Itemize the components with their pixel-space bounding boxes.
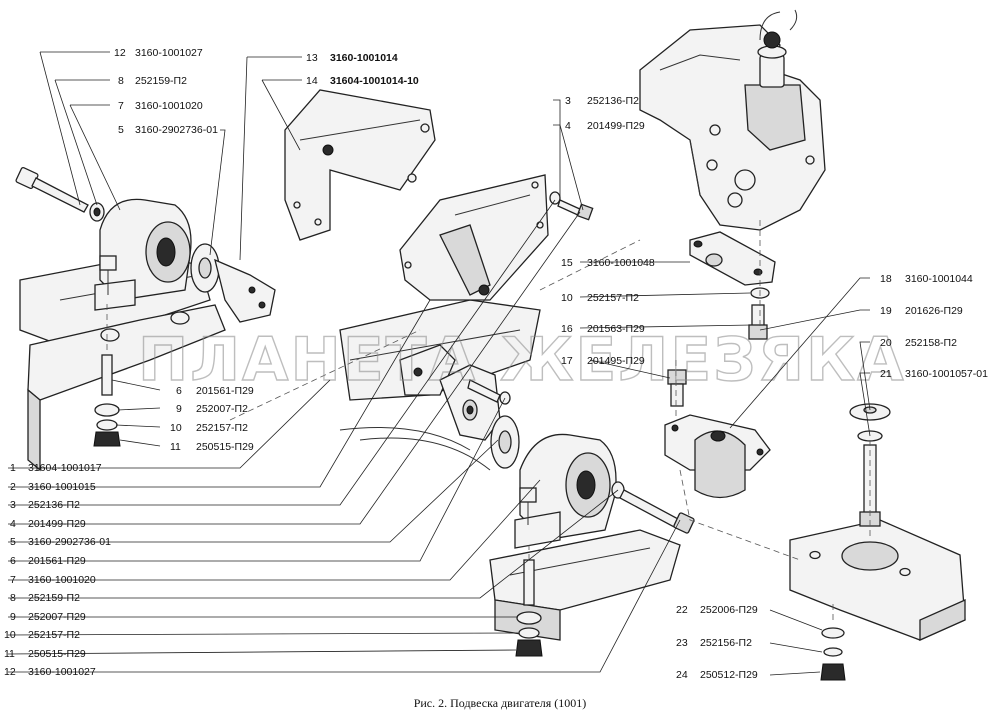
callout-num: 22	[676, 604, 688, 616]
callout-labels: 12 3160-1001027 8 252159-П2 7 3160-10010…	[4, 47, 988, 681]
right-lower-fasteners	[820, 627, 846, 681]
callout-code: 3160-1001048	[587, 257, 655, 269]
left-rubber-cushion	[94, 198, 192, 311]
callout-num: 14	[306, 75, 318, 87]
center-mount-bracket	[399, 344, 511, 441]
callout-code: 252007-П29	[28, 611, 86, 623]
callout-code: 252136-П2	[28, 499, 80, 511]
callout-num: 2	[10, 481, 16, 493]
assembly-guide-lines	[106, 220, 871, 620]
left-lower-fasteners	[93, 354, 121, 447]
callout-num: 12	[4, 666, 16, 678]
rear-mount-stud-19-20	[849, 403, 891, 527]
callout-num: 8	[10, 592, 16, 604]
callout-code: 252007-П2	[196, 403, 248, 415]
callout-num: 6	[10, 555, 16, 567]
callout-code: 252136-П2	[587, 95, 639, 107]
callout-code: 252159-П2	[135, 75, 187, 87]
callout-code: 201626-П29	[905, 305, 963, 317]
gearbox-housing	[639, 9, 826, 231]
callout-code: 252157-П2	[28, 629, 80, 641]
center-heat-shield	[490, 415, 520, 469]
callout-code: 201499-П29	[28, 518, 86, 530]
right-rubber-cushion	[514, 433, 617, 549]
leader-lines	[7, 51, 871, 676]
callout-num: 5	[118, 124, 124, 136]
callout-num: 10	[4, 629, 16, 641]
callout-code: 201563-П29	[587, 323, 645, 335]
callout-num: 10	[170, 422, 182, 434]
callout-code: 252159-П2	[28, 592, 80, 604]
callout-num: 11	[4, 648, 15, 660]
callout-num: 13	[306, 52, 318, 64]
callout-num: 11	[170, 441, 181, 453]
callout-num: 7	[10, 574, 16, 586]
frame-bracket-right	[789, 519, 966, 642]
callout-code: 3160-1001015	[28, 481, 96, 493]
watermark: ПЛАНЕТА ЖЕЛЕЗЯКА	[138, 325, 906, 395]
callout-code: 252156-П2	[700, 637, 752, 649]
callout-code: 252158-П2	[905, 337, 957, 349]
callout-code: 3160-2902736-01	[28, 536, 111, 548]
callout-code: 3160-1001027	[135, 47, 203, 59]
callout-num: 15	[561, 257, 573, 269]
callout-code: 3160-1001020	[28, 574, 96, 586]
callout-code: 252006-П29	[700, 604, 758, 616]
callout-num: 17	[561, 355, 573, 367]
callout-num: 3	[10, 499, 16, 511]
bracket-13-14	[284, 89, 436, 241]
callout-num: 3	[565, 95, 571, 107]
callout-code: 252157-П2	[196, 422, 248, 434]
callout-code: 201499-П29	[587, 120, 645, 132]
left-heat-shield	[190, 243, 220, 293]
figure-caption: Рис. 2. Подвеска двигателя (1001)	[413, 696, 587, 710]
callout-num: 1	[10, 462, 16, 474]
callout-code: 250512-П29	[700, 669, 758, 681]
callout-num: 20	[880, 337, 892, 349]
callout-num: 21	[880, 368, 892, 380]
callout-num: 9	[176, 403, 182, 415]
callout-code: 201561-П29	[196, 385, 254, 397]
rear-mount-bracket-15	[689, 231, 776, 286]
callout-num: 5	[10, 536, 16, 548]
callout-code: 31604-1001014-10	[330, 75, 419, 87]
callout-num: 16	[561, 323, 573, 335]
callout-code: 3160-1001044	[905, 273, 973, 285]
callout-num: 4	[565, 120, 571, 132]
callout-num: 18	[880, 273, 892, 285]
callout-code: 201495-П29	[587, 355, 645, 367]
callout-num: 19	[880, 305, 892, 317]
callout-code: 3160-1001020	[135, 100, 203, 112]
left-mount-bolt	[15, 166, 105, 222]
callout-num: 7	[118, 100, 124, 112]
rear-rubber-cushion	[664, 414, 771, 499]
callout-code: 250515-П29	[28, 648, 86, 660]
callout-num: 4	[10, 518, 16, 530]
callout-num: 23	[676, 637, 688, 649]
rear-mount-fasteners	[667, 287, 770, 407]
bolt-3-4	[549, 191, 594, 221]
callout-num: 12	[114, 47, 126, 59]
callout-code: 3160-2902736-01	[135, 124, 218, 136]
left-engine-bracket-arm	[214, 258, 276, 323]
callout-code: 250515-П29	[196, 441, 254, 453]
callout-num: 6	[176, 385, 182, 397]
callout-num: 24	[676, 669, 688, 681]
callout-code: 3160-1001014	[330, 52, 398, 64]
callout-num: 8	[118, 75, 124, 87]
engine-side-bracket	[399, 174, 549, 301]
callout-code: 3160-1001027	[28, 666, 96, 678]
callout-code: 3160-1001057-01	[905, 368, 988, 380]
callout-code: 31604-1001017	[28, 462, 102, 474]
callout-code: 201561-П29	[28, 555, 86, 567]
callout-num: 9	[10, 611, 16, 623]
right-mount-bolt	[611, 481, 695, 534]
callout-code: 252157-П2	[587, 292, 639, 304]
callout-num: 10	[561, 292, 573, 304]
